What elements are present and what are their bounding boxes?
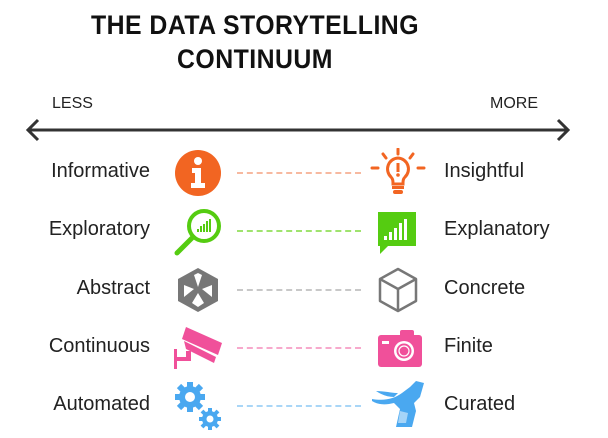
- left-label: Abstract: [76, 277, 150, 299]
- row-abstract-concrete: Abstract Concrete: [0, 265, 608, 315]
- row-continuous-finite: Continuous Finite: [0, 323, 608, 373]
- dashed-connector: [237, 289, 361, 291]
- row-exploratory-explanatory: Exploratory Explanatory: [0, 206, 608, 256]
- right-label: Explanatory: [444, 218, 550, 240]
- cube-icon: [378, 267, 418, 313]
- hand-holding-bird-icon: [372, 381, 424, 427]
- left-label: Continuous: [48, 335, 150, 357]
- security-camera-icon: [174, 327, 222, 369]
- double-arrow: [25, 118, 571, 142]
- dashed-connector: [237, 230, 361, 232]
- magnifier-chart-icon: [174, 209, 221, 256]
- title-line-2: CONTINUUM: [177, 44, 333, 74]
- chart-speech-bubble-icon: [378, 212, 416, 254]
- right-label: Curated: [444, 393, 516, 415]
- right-label: Finite: [444, 335, 493, 357]
- less-label: LESS: [52, 95, 93, 112]
- row-informative-insightful: Informative Insightful: [0, 148, 608, 198]
- dashed-connector: [237, 405, 361, 407]
- right-label: Insightful: [444, 160, 525, 182]
- lightbulb-icon: [370, 148, 426, 194]
- row-automated-curated: Automated Curated: [0, 381, 608, 431]
- dashed-connector: [237, 172, 361, 174]
- right-label: Concrete: [444, 277, 526, 299]
- camera-icon: [378, 330, 422, 367]
- more-label: MORE: [490, 95, 538, 112]
- info-icon: [175, 150, 221, 196]
- title-line-1: THE DATA STORYTELLING: [91, 10, 419, 40]
- left-label: Informative: [51, 160, 150, 182]
- dashed-connector: [237, 347, 361, 349]
- left-label: Automated: [53, 393, 150, 415]
- left-label: Exploratory: [48, 218, 150, 240]
- abstract-cube-icon: [178, 268, 218, 312]
- gears-icon: [175, 382, 221, 430]
